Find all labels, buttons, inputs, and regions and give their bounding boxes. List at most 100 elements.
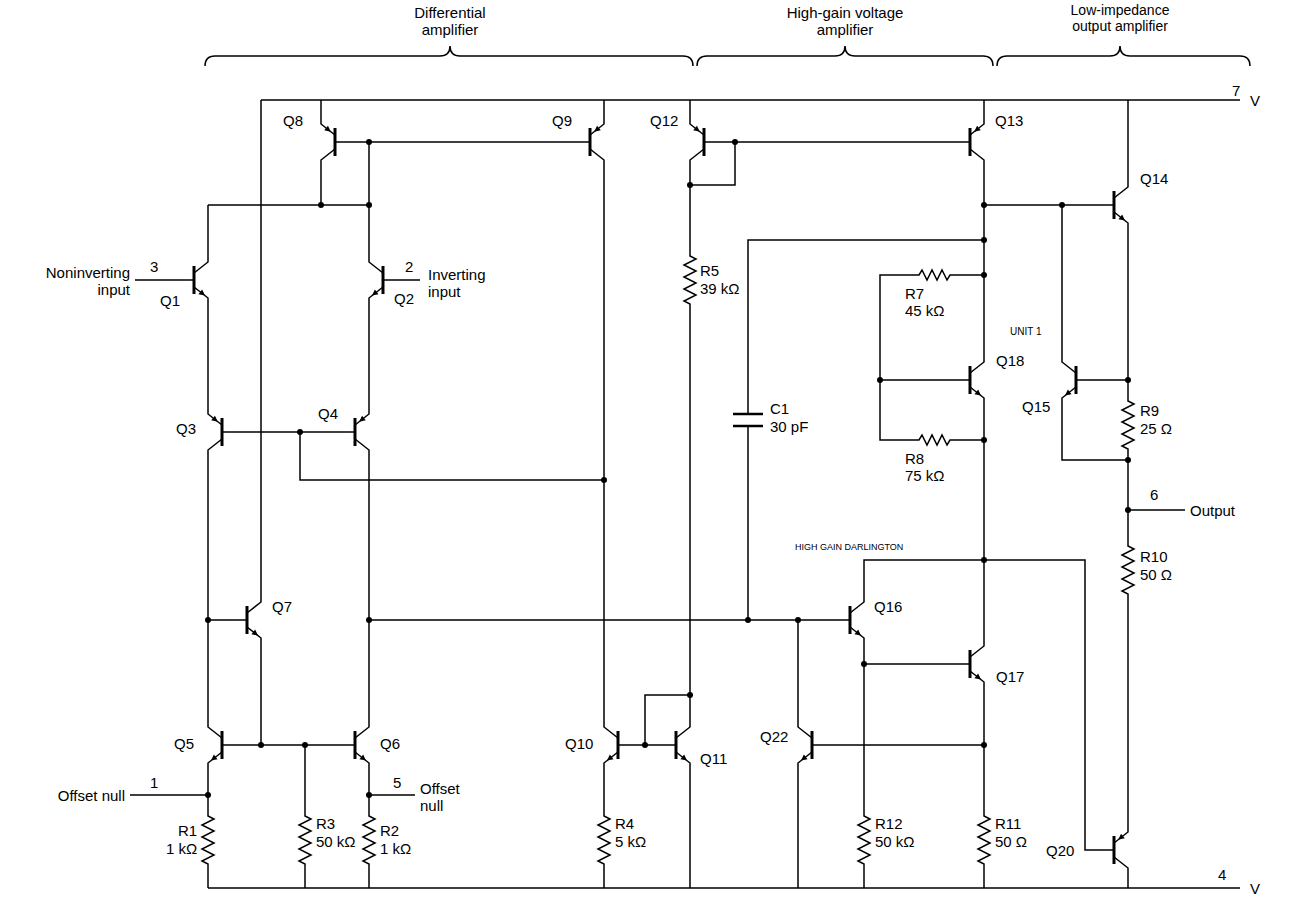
value-label: 1 kΩ <box>380 840 411 857</box>
transistor-symbol <box>208 721 232 769</box>
pin-number: 2 <box>405 258 413 275</box>
resistor-label: R11 <box>995 815 1021 832</box>
resistor-symbol <box>915 435 955 445</box>
resistor-label: R7 <box>905 285 924 302</box>
transistor-symbol <box>580 118 604 166</box>
resistor-label: R2 <box>380 822 399 839</box>
value-label: 50 kΩ <box>875 833 915 850</box>
capacitor-label: C1 <box>770 400 789 417</box>
transistor-label: Q1 <box>160 292 180 309</box>
transistor-label: Q22 <box>760 728 788 745</box>
transistor-symbol <box>1104 826 1128 874</box>
signal-label: Inverting input <box>428 266 498 300</box>
transistor-symbol <box>1062 356 1086 404</box>
pin-number: 5 <box>393 774 401 791</box>
transistor-label: Q13 <box>995 112 1023 129</box>
value-label: 5 kΩ <box>615 833 646 850</box>
transistor-label: Q20 <box>1046 842 1074 859</box>
value-label: 45 kΩ <box>905 302 945 319</box>
resistor-label: R1 <box>178 822 197 839</box>
transistor-label: Q18 <box>996 352 1024 369</box>
transistor-symbol <box>690 118 714 166</box>
pin-number: 7 <box>1232 82 1240 99</box>
pin-number: 4 <box>1218 866 1226 883</box>
value-label: 50 Ω <box>1140 566 1172 583</box>
transistor-symbol <box>208 408 232 456</box>
resistor-symbol <box>202 810 214 866</box>
section-braces <box>205 46 1250 66</box>
transistor-label: Q5 <box>174 735 194 752</box>
resistor-label: R10 <box>1140 548 1168 565</box>
value-label: 1 kΩ <box>166 840 197 857</box>
resistor-symbol <box>858 810 870 866</box>
value-label: 39 kΩ <box>700 280 740 297</box>
transistor-symbol <box>237 596 261 644</box>
resistor-symbol <box>363 810 375 866</box>
resistor-symbol <box>598 810 610 866</box>
transistor-label: Q17 <box>996 668 1024 685</box>
junction-dots <box>205 139 1131 798</box>
resistor-symbol <box>1122 540 1134 596</box>
transistor-symbol <box>369 256 393 304</box>
transistor-label: Q8 <box>283 112 303 129</box>
transistor-symbol <box>1104 181 1128 229</box>
value-label: 25 Ω <box>1140 420 1172 437</box>
signal-label: Noninverting input <box>35 264 130 298</box>
transistor-label: Q6 <box>380 735 400 752</box>
resistor-label: R3 <box>316 815 335 832</box>
signal-label: Offset null <box>45 787 125 804</box>
resistor-symbol <box>684 250 696 306</box>
resistor-label: R12 <box>875 815 903 832</box>
transistor-label: Q16 <box>874 598 902 615</box>
resistor-label: R9 <box>1140 402 1159 419</box>
transistor-symbol <box>604 721 628 769</box>
supply-label: V <box>1250 92 1260 109</box>
transistor-symbol <box>840 596 864 644</box>
value-label: 30 pF <box>770 418 808 435</box>
resistor-label: R4 <box>615 815 634 832</box>
pin-number: 6 <box>1150 486 1158 503</box>
resistor-symbols <box>202 250 1134 866</box>
resistor-symbol <box>299 810 311 866</box>
wires <box>130 100 1240 888</box>
resistor-label: R8 <box>905 450 924 467</box>
transistor-symbol <box>798 721 822 769</box>
signal-label: Output <box>1190 502 1235 519</box>
signal-label: Offset null <box>420 780 470 814</box>
transistor-symbol <box>345 408 369 456</box>
handwritten-note: UNIT 1 <box>1010 326 1042 338</box>
transistor-label: Q12 <box>650 112 678 129</box>
transistor-symbol <box>666 721 690 769</box>
transistor-symbol <box>321 118 345 166</box>
transistor-symbol <box>960 356 984 404</box>
pin-number: 1 <box>150 774 158 791</box>
transistor-label: Q2 <box>394 290 414 307</box>
supply-label: V <box>1250 880 1260 897</box>
section-heading: High-gain voltage amplifier <box>783 4 908 38</box>
resistor-symbol <box>915 270 955 280</box>
value-label: 50 kΩ <box>316 833 356 850</box>
value-label: 50 Ω <box>995 833 1027 850</box>
transistor-symbols <box>184 118 1128 874</box>
resistor-label: R5 <box>700 262 719 279</box>
transistor-label: Q14 <box>1140 170 1168 187</box>
transistor-label: Q7 <box>272 598 292 615</box>
capacitor-symbol <box>733 414 763 426</box>
handwritten-note: HIGH GAIN DARLINGTON <box>795 542 903 553</box>
resistor-symbol <box>1122 395 1134 451</box>
pin-number: 3 <box>150 258 158 275</box>
transistor-symbol <box>184 256 208 304</box>
transistor-label: Q15 <box>1022 398 1050 415</box>
value-label: 75 kΩ <box>905 467 945 484</box>
transistor-symbol <box>960 640 984 688</box>
transistor-label: Q9 <box>552 112 572 129</box>
transistor-symbol <box>960 118 984 166</box>
section-heading: Differential amplifier <box>395 4 505 38</box>
transistor-label: Q3 <box>176 420 196 437</box>
transistor-label: Q4 <box>318 405 338 422</box>
resistor-symbol <box>978 810 990 866</box>
transistor-label: Q11 <box>700 750 727 767</box>
